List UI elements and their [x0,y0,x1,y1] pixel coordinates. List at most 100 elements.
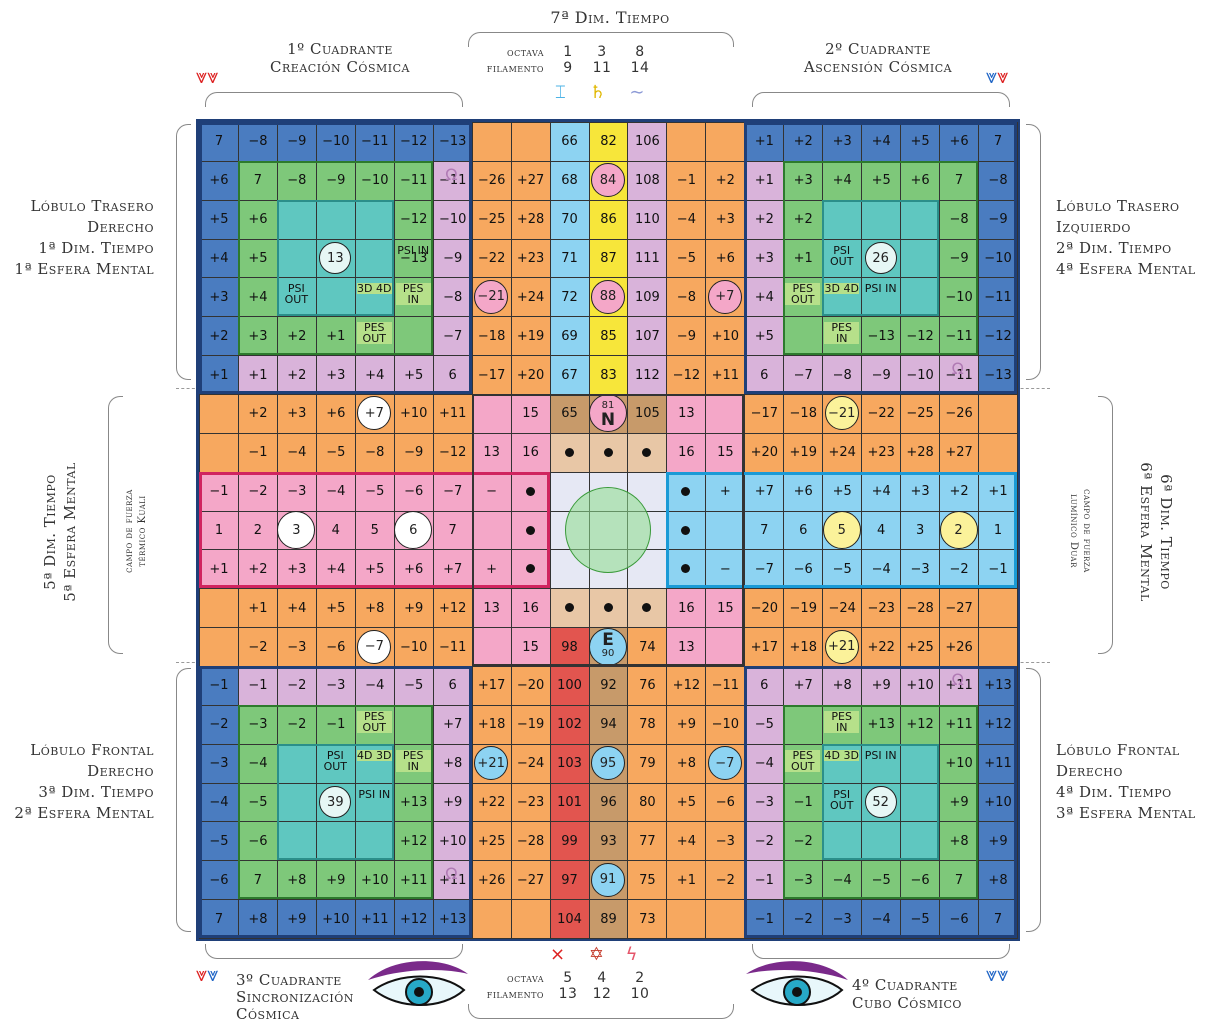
right-top-line1: Lóbulo Trasero [1056,196,1206,217]
grid-cell [472,394,512,434]
grid-cell: 1 [978,511,1018,551]
grid-cell: −1 [666,161,706,201]
center-letter: E [602,633,614,647]
grid-cell: −1 [238,433,278,473]
grid-cell: +22 [861,627,901,667]
grid-cell: 104 [550,899,590,939]
left-bottom-label: Lóbulo Frontal Derecho 3ª Dim. Tiempo 2ª… [10,740,154,824]
grid-cell: 76 [627,666,667,706]
grid-cell [666,122,706,162]
grid-cell: −2 [238,627,278,667]
grid-cell [666,899,706,939]
grid-cell: −2 [744,821,784,861]
grid-cell: +22 [472,783,512,823]
grid-cell: +25 [472,821,512,861]
grid-cell: +9 [316,860,356,900]
grid-cell: −3 [744,783,784,823]
grid-cell: +11 [978,744,1018,784]
grid-cell: −4 [744,744,784,784]
grid-cell: −6 [316,627,356,667]
grid-cell: −2 [238,472,278,512]
grid-cell: 15 [511,394,551,434]
grid-cell: 6 [744,355,784,395]
circle-marker: 95 [591,746,625,780]
center-green-circle [565,487,651,573]
grid-cell: +24 [511,277,551,317]
dot-icon [604,448,613,457]
grid-cell: +20 [511,355,551,395]
grid-cell: +6 [783,472,823,512]
grid-cell: −3 [277,627,317,667]
grid-cell: 98 [550,627,590,667]
grid-cell: −1 [199,666,239,706]
grid-cell: −5 [822,549,862,589]
psi-tag: PSI OUT [279,283,314,305]
grid-cell: 3 [900,511,940,551]
dot-icon [681,526,690,535]
grid-cell: +3 [822,122,862,162]
grid-cell: − [472,472,512,512]
grid-cell: 15 [511,627,551,667]
grid-cell: +5 [394,355,434,395]
circle-marker: +21 [825,630,859,664]
grid-cell: 67 [550,355,590,395]
grid-cell [277,239,317,279]
center-letter-marker: E90 [589,628,627,666]
octave-number: 11 [588,60,616,76]
grid-cell: 6 [433,355,473,395]
grid-cell [199,433,239,473]
grid-cell: −19 [511,705,551,745]
grid-cell: +8 [433,744,473,784]
bottom-octava-label: octava [470,972,544,985]
quadrant4-title: 4º Cuadrante Cubo Cósmico [852,976,1012,1012]
grid-cell: −12 [900,316,940,356]
grid-cell [705,627,745,667]
grid-cell: +6 [199,161,239,201]
grid-cell [199,627,239,667]
eye-left [364,960,474,1018]
grid-cell: −27 [939,588,979,628]
glyph-top-right: ⩔⩔ [986,64,1009,88]
grid-cell: +10 [316,899,356,939]
grid-cell: −7 [744,549,784,589]
grid-cell: −25 [900,394,940,434]
eye-left-pupil [414,987,424,997]
grid-cell [822,821,862,861]
grid-cell: 1 [199,511,239,551]
grid-cell: −1 [978,549,1018,589]
right-bottom-brace [1026,668,1041,932]
grid-cell: −3 [705,821,745,861]
grid-cell: +9 [861,666,901,706]
grid-cell: −24 [822,588,862,628]
grid-cell: −8 [277,161,317,201]
grid-cell: −5 [316,433,356,473]
grid-cell: +5 [355,549,395,589]
right-bottom-line2: Derecho [1056,761,1206,782]
omega-icon: Ω [445,165,457,184]
grid-cell: +1 [783,239,823,279]
grid-cell: +17 [472,666,512,706]
grid-cell: 80 [627,783,667,823]
grid-cell: −9 [939,239,979,279]
grid-cell: −6 [783,549,823,589]
circle-marker: 52 [865,786,897,818]
circle-marker: 2 [940,511,978,549]
grid-cell: −7 [433,316,473,356]
dot-icon [565,603,574,612]
quadrant1-line2: Creación Cósmica [240,58,440,76]
grid-cell: +11 [355,899,395,939]
right-mid-small-line1: campo de fuerza [1080,461,1093,601]
grid-cell [900,744,940,784]
quadrant2-line1: 2º Cuadrante [778,40,978,58]
grid-cell: +5 [666,783,706,823]
board: 7−8−9−10−11−12−136682106+1+2+3+4+5+67+67… [196,119,1020,941]
grid-cell: +2 [705,161,745,201]
grid-cell: −11 [355,122,395,162]
right-mid-line2: 6ª Esfera Mental [1136,412,1156,652]
grid-cell: 7 [433,511,473,551]
grid-cell: −2 [783,899,823,939]
grid-cell: +8 [238,899,278,939]
grid-cell: −25 [472,200,512,240]
psi-tag: 4D 3D [824,750,859,761]
grid-cell: +4 [744,277,784,317]
